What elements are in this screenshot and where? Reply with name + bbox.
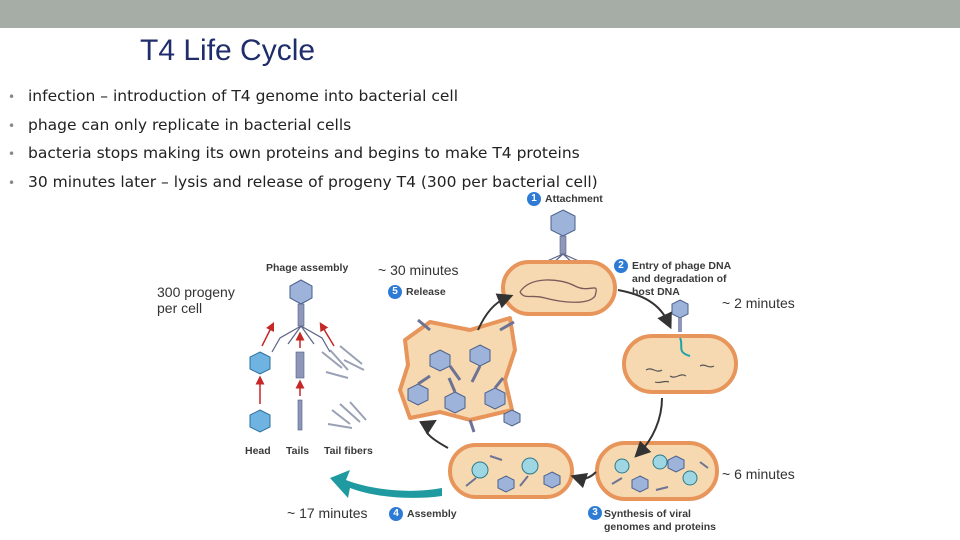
progeny-line: per cell: [157, 300, 235, 316]
step-label-synthesis: Synthesis of viral genomes and proteins: [604, 508, 716, 534]
progeny-annotation: 300 progeny per cell: [157, 284, 235, 316]
time-6-minutes: ~ 6 minutes: [722, 466, 795, 482]
phage-attachment: [545, 210, 581, 264]
part-label-head: Head: [245, 445, 271, 458]
progeny-line: 300 progeny: [157, 284, 235, 300]
step-label-line: Entry of phage DNA: [632, 260, 731, 273]
phage-assembly-label: Phage assembly: [266, 262, 348, 275]
cell-assembly: [450, 445, 572, 497]
assembly-arrow: [330, 470, 442, 498]
step-label-attachment: Attachment: [545, 193, 603, 206]
step-badge-3: 3: [588, 506, 602, 520]
cell-synthesis: [597, 443, 717, 499]
time-2-minutes: ~ 2 minutes: [722, 295, 795, 311]
step-label-line: host DNA: [632, 286, 731, 299]
time-17-minutes: ~ 17 minutes: [287, 505, 368, 521]
step-badge-1: 1: [527, 192, 541, 206]
phage-assembly-panel: [250, 280, 366, 432]
step-badge-5: 5: [388, 285, 402, 299]
step-label-line: genomes and proteins: [604, 521, 716, 534]
time-30-minutes: ~ 30 minutes: [378, 262, 459, 278]
part-label-tail-fibers: Tail fibers: [324, 445, 373, 458]
cell-release: [400, 318, 520, 432]
step-label-line: Synthesis of viral: [604, 508, 716, 521]
step-label-assembly: Assembly: [407, 508, 457, 521]
cycle-arrow: [578, 472, 596, 479]
step-label-line: and degradation of: [632, 273, 731, 286]
step-label-entry: Entry of phage DNA and degradation of ho…: [632, 260, 731, 299]
cycle-arrow: [426, 424, 448, 448]
step-label-release: Release: [406, 286, 446, 299]
step-badge-4: 4: [389, 507, 403, 521]
part-label-tails: Tails: [286, 445, 309, 458]
cell-attachment: [503, 262, 615, 314]
step-badge-2: 2: [614, 259, 628, 273]
cell-dna-entry: [624, 300, 736, 392]
